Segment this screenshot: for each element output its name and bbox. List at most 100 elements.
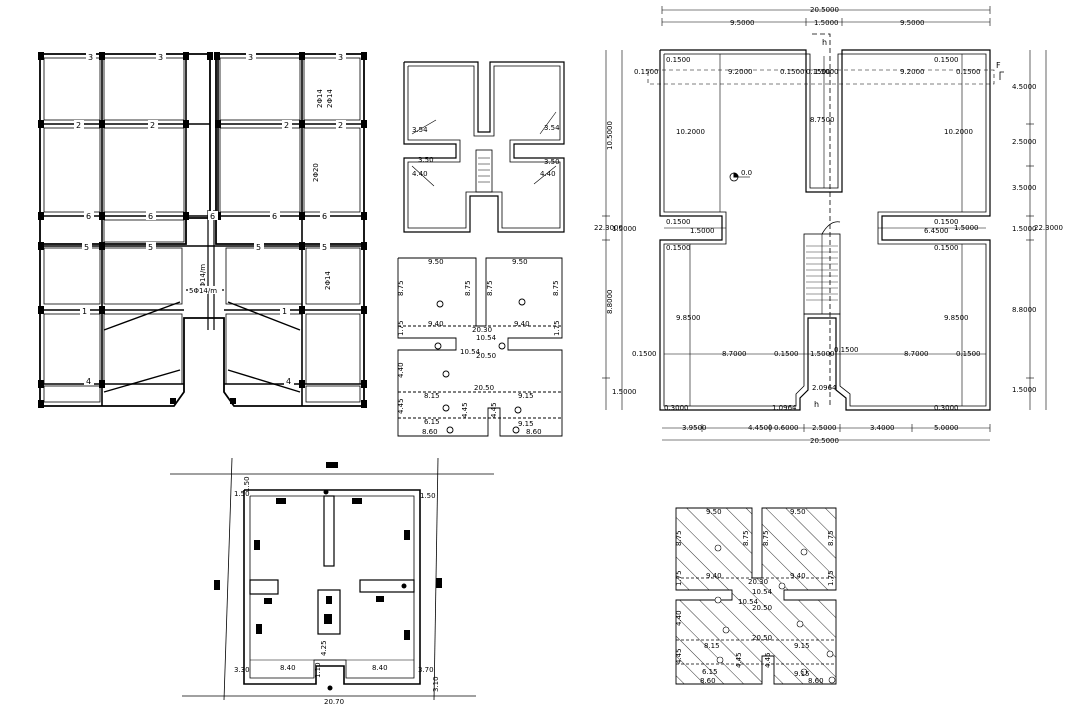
dim-label: 4.4500: [748, 424, 773, 432]
dim-label: 0.1500: [806, 68, 831, 76]
dim-label: 1.5000: [954, 224, 979, 232]
level-label: 8.60: [526, 428, 542, 436]
dim-label: 9.5000: [900, 19, 925, 27]
hatch-label: 1.75: [827, 570, 835, 586]
level-label: 9.15: [518, 420, 534, 428]
right-dim: 4.5000: [1012, 83, 1037, 91]
level-label: 4.45: [461, 402, 469, 418]
framing-labels: 3 3 3 3 2 2 2 2 6 6 6 6 6 5 5 5 5 1 1 4 …: [74, 52, 346, 386]
hatched-plan-labels: 9.50 9.50 8.75 8.75 8.75 8.75 9.40 20.30…: [675, 508, 835, 685]
dim-label: 1.5000: [814, 19, 839, 27]
site-label: 3.70: [418, 666, 434, 674]
hatch-label: 20.50: [752, 604, 772, 612]
dim-label: 2.0964: [812, 384, 837, 392]
outline-note: 3.54: [544, 124, 560, 132]
hatch-label: 4.45: [675, 648, 683, 664]
grid-label: 1: [82, 307, 87, 316]
site-label: 8.40: [372, 664, 388, 672]
hatch-label: 9.40: [790, 572, 806, 580]
dim-label: 5.0000: [934, 424, 959, 432]
dim-label: 6.4500: [924, 227, 949, 235]
overall-width: 20.5000: [810, 6, 839, 14]
site-plan-labels: 1.50 1.50 1.50 3.30 8.40 1.10 4.25 8.40 …: [234, 476, 440, 706]
hatch-label: 8.75: [675, 530, 683, 546]
beam-note: 5Φ14/m: [189, 287, 217, 295]
level-label: 8.60: [422, 428, 438, 436]
level-label: 1.75: [397, 320, 405, 336]
site-total: 20.70: [324, 698, 344, 706]
dim-label: 0.1500: [934, 56, 959, 64]
site-label: 1.10: [314, 662, 322, 678]
framing-plan: 3 3 3 3 2 2 2 2 6 6 6 6 6 5 5 5 5 1 1 4 …: [38, 52, 367, 408]
grid-label: 6: [86, 212, 91, 221]
right-dim: 8.8000: [1012, 306, 1037, 314]
grid-label: 5: [256, 243, 261, 252]
level-label: 8.75: [464, 280, 472, 296]
dim-label: 1.5000: [810, 350, 835, 358]
hatch-label: 9.50: [706, 508, 722, 516]
right-dim: 2.5000: [1012, 138, 1037, 146]
outline-note: 3.50: [418, 156, 434, 164]
dim-label: 0.3000: [664, 404, 689, 412]
hatch-label: 9.15: [794, 642, 810, 650]
site-label: 8.40: [280, 664, 296, 672]
grid-label: 6: [210, 212, 215, 221]
hatch-label: 4.40: [675, 610, 683, 626]
outline-note: 4.40: [540, 170, 556, 178]
outline-note: 4.40: [412, 170, 428, 178]
hatch-label: 10.54: [738, 598, 759, 606]
left-dim: 1.5000: [612, 388, 637, 396]
grid-label: 3: [88, 53, 93, 62]
section-marker-side: F: [996, 61, 1001, 70]
hatch-label: 9.15: [794, 670, 810, 678]
level-label: 8.75: [552, 280, 560, 296]
level-label: 4.45: [397, 398, 405, 414]
level-label: 10.54: [460, 348, 481, 356]
level-label: 9.15: [518, 392, 534, 400]
dim-label: 2.5000: [812, 424, 837, 432]
main-plan: 20.5000 9.5000 1.5000 9.5000 0.1500 0.15…: [594, 6, 1063, 445]
grid-label: 2: [284, 121, 289, 130]
right-dim: 3.5000: [1012, 184, 1037, 192]
dim-label: 0.1500: [834, 346, 859, 354]
rebar-note: 2Φ14: [326, 89, 334, 108]
dim-label: 8.7000: [904, 350, 929, 358]
main-plan-labels: 20.5000 9.5000 1.5000 9.5000 0.1500 0.15…: [594, 6, 1063, 445]
dim-label: 0.1500: [634, 68, 659, 76]
grid-label: 3: [158, 53, 163, 62]
dim-label: 0.1500: [774, 350, 799, 358]
site-plan-furniture: [214, 462, 442, 691]
dim-label: 0.1500: [934, 218, 959, 226]
beam-note: 3Φ14/m: [199, 264, 207, 292]
grid-label: 4: [286, 377, 291, 386]
overall-width-bottom: 20.5000: [810, 437, 839, 445]
level-label: 20.30: [472, 326, 492, 334]
dim-label: 0.3000: [934, 404, 959, 412]
site-label: 4.25: [320, 640, 328, 656]
hatch-label: 8.75: [742, 530, 750, 546]
dim-label: 0.1500: [934, 244, 959, 252]
site-label: 3.30: [234, 666, 250, 674]
room-height: 10.2000: [944, 128, 973, 136]
grid-label: 6: [148, 212, 153, 221]
rebar-note: 2Φ14: [316, 89, 324, 108]
grid-label: 5: [84, 243, 89, 252]
site-label: 3.10: [432, 676, 440, 692]
rebar-note: 2Φ14: [324, 271, 332, 290]
grid-label: 1: [282, 307, 287, 316]
dim-label: 9.5000: [730, 19, 755, 27]
level-label: 20.50: [476, 352, 496, 360]
dim-label: 9.2000: [900, 68, 925, 76]
dim-label: 0.1500: [780, 68, 805, 76]
dim-label: 0.1500: [956, 350, 981, 358]
hatch-label: 8.75: [827, 530, 835, 546]
dim-label: 1.5000: [814, 68, 839, 76]
level-label: 9.50: [512, 258, 528, 266]
grid-label: 2: [338, 121, 343, 130]
joist-panels: [43, 57, 361, 403]
hatch-label: 9.40: [706, 572, 722, 580]
rebar-note: 2Φ20: [312, 163, 320, 182]
dim-label: 3.9500: [682, 424, 707, 432]
dim-label: 0.1500: [666, 56, 691, 64]
